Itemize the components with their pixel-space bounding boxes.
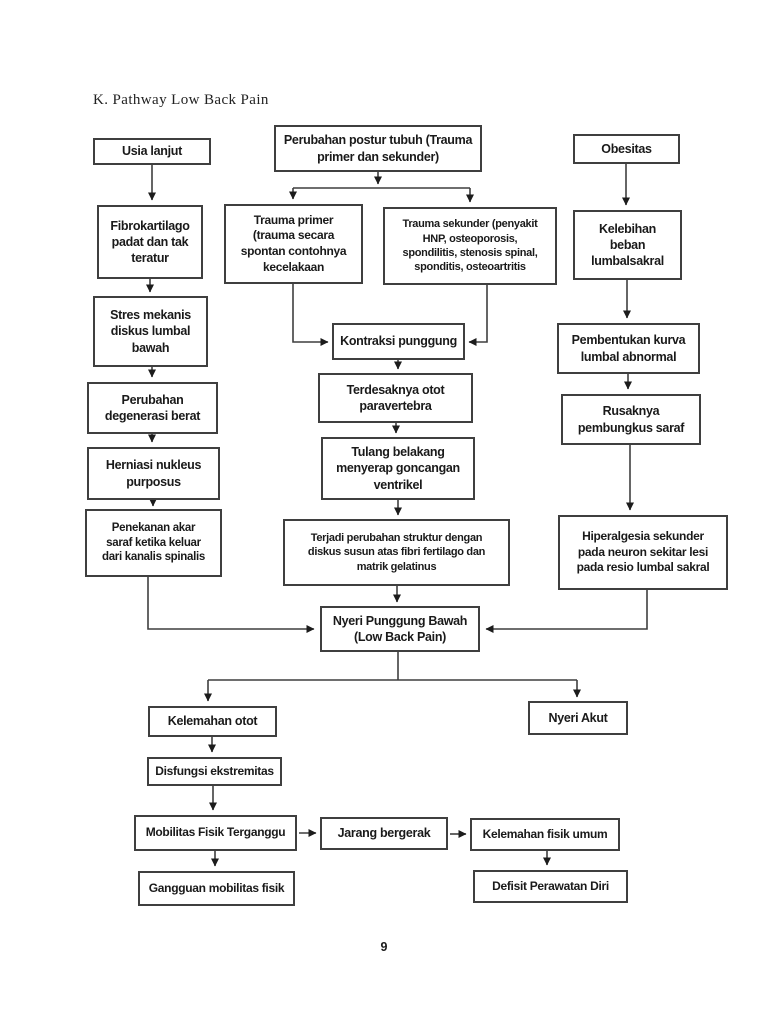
node-trauma-primer: Trauma primer (trauma secara spontan con…: [224, 204, 363, 284]
node-kontraksi-punggung: Kontraksi punggung: [332, 323, 465, 360]
node-nyeri-punggung-bawah: Nyeri Punggung Bawah (Low Back Pain): [320, 606, 480, 652]
node-mobilitas-fisik-terganggu: Mobilitas Fisik Terganggu: [134, 815, 297, 851]
node-hiperalgesia: Hiperalgesia sekunder pada neuron sekita…: [558, 515, 728, 590]
node-rusaknya-pembungkus: Rusaknya pembungkus saraf: [561, 394, 701, 445]
node-kelemahan-fisik-umum: Kelemahan fisik umum: [470, 818, 620, 851]
node-perubahan-postur: Perubahan postur tubuh (Trauma primer da…: [274, 125, 482, 172]
node-terdesaknya-otot: Terdesaknya otot paravertebra: [318, 373, 473, 423]
node-trauma-sekunder: Trauma sekunder (penyakit HNP, osteoporo…: [383, 207, 557, 285]
node-defisit-perawatan-diri: Defisit Perawatan Diri: [473, 870, 628, 903]
node-terjadi-perubahan-struktur: Terjadi perubahan struktur dengan diskus…: [283, 519, 510, 586]
page-title: K. Pathway Low Back Pain: [93, 92, 269, 108]
node-herniasi-nukleus: Herniasi nukleus purposus: [87, 447, 220, 500]
node-pembentukan-kurva: Pembentukan kurva lumbal abnormal: [557, 323, 700, 374]
node-kelemahan-otot: Kelemahan otot: [148, 706, 277, 737]
node-disfungsi-ekstremitas: Disfungsi ekstremitas: [147, 757, 282, 786]
page-number: 9: [380, 940, 388, 954]
node-obesitas: Obesitas: [573, 134, 680, 164]
node-perubahan-degenerasi: Perubahan degenerasi berat: [87, 382, 218, 434]
node-usia-lanjut: Usia lanjut: [93, 138, 211, 165]
node-gangguan-mobilitas-fisik: Gangguan mobilitas fisik: [138, 871, 295, 906]
node-stres-mekanis: Stres mekanis diskus lumbal bawah: [93, 296, 208, 367]
node-penekanan-akar: Penekanan akar saraf ketika keluar dari …: [85, 509, 222, 577]
node-jarang-bergerak: Jarang bergerak: [320, 817, 448, 850]
node-tulang-belakang: Tulang belakang menyerap goncangan ventr…: [321, 437, 475, 500]
node-fibrokartilago: Fibrokartilago padat dan tak teratur: [97, 205, 203, 279]
node-nyeri-akut: Nyeri Akut: [528, 701, 628, 735]
node-kelebihan-beban: Kelebihan beban lumbalsakral: [573, 210, 682, 280]
